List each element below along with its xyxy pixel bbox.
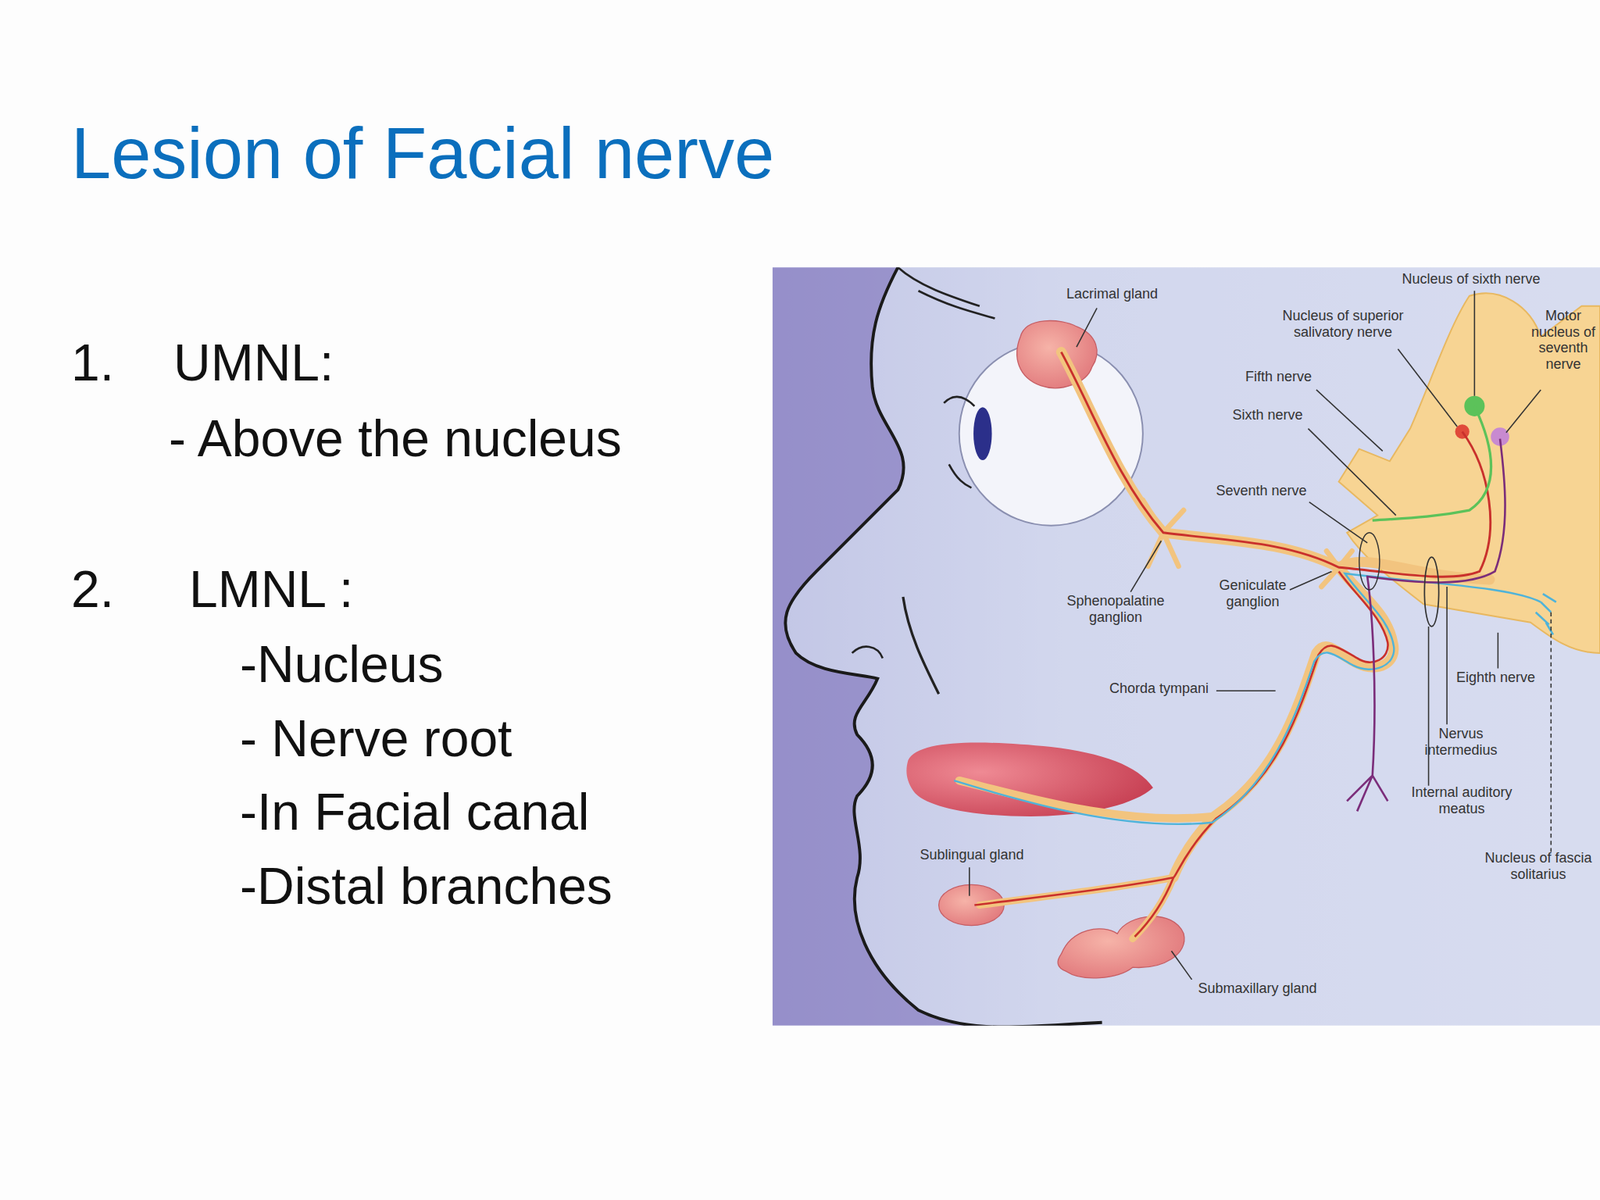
taste-fibre <box>953 573 1541 825</box>
callout-label: Seventh nerve <box>1200 482 1323 500</box>
callout-label: Nervus intermedius <box>1417 725 1505 758</box>
list-item-text: -In Facial canal <box>239 783 590 842</box>
list-item-text: UMNL: <box>173 334 334 393</box>
face-profile <box>785 267 1102 1025</box>
list-item-text: 1. <box>71 334 115 393</box>
salivatory-nucleus <box>1455 424 1470 439</box>
callout-label: Nucleus of fascia solitarius <box>1481 850 1596 883</box>
solitarius-endings <box>1535 593 1557 635</box>
callout-label: Sixth nerve <box>1216 407 1319 424</box>
callout-label: Fifth nerve <box>1227 368 1330 386</box>
slide-title: Lesion of Facial nerve <box>71 114 775 193</box>
callout-label: Internal auditory meatus <box>1402 784 1522 817</box>
callout-label: Nucleus of superior salivatory nerve <box>1276 307 1410 340</box>
nostril <box>852 646 883 659</box>
callout-label: Motor nucleus of seventh nerve <box>1526 307 1600 373</box>
illustration-background <box>772 267 1600 1025</box>
callout-label: Nucleus of sixth nerve <box>1384 271 1558 288</box>
list-item-text: - Nerve root <box>239 710 512 768</box>
callout-label: Eighth nerve <box>1444 669 1547 686</box>
nasolabial-line <box>903 596 940 694</box>
submaxillary-gland <box>1057 916 1185 979</box>
secretory-fibre-lower <box>974 571 1388 937</box>
illustration-group <box>772 267 1600 1025</box>
face-skin <box>785 267 1600 1025</box>
list-item-text: -Nucleus <box>239 635 443 694</box>
callout-label: Sublingual gland <box>905 846 1039 864</box>
callout-label: Geniculate ganglion <box>1210 577 1295 610</box>
callout-label: Sphenopalatine ganglion <box>1059 592 1172 625</box>
brainstem <box>1339 292 1600 654</box>
nerve-trunks <box>959 352 1490 940</box>
hair <box>897 267 995 318</box>
callout-label: Submaxillary gland <box>1185 980 1329 997</box>
list-item-text: 2. <box>71 560 115 619</box>
leader-lines <box>969 290 1551 980</box>
list-item-text: LMNL : <box>189 560 354 619</box>
iris <box>973 407 993 461</box>
tongue <box>906 742 1154 817</box>
list-item-text: - Above the nucleus <box>168 410 622 468</box>
meatus-ring <box>1424 557 1439 627</box>
callout-label: Lacrimal gland <box>1050 285 1174 303</box>
sixth-nerve-fibre <box>1372 406 1492 521</box>
canal-ring <box>1359 532 1380 590</box>
list-item-text: -Distal branches <box>239 857 613 916</box>
eyelid <box>943 396 975 488</box>
callout-label: Chorda tympani <box>1097 680 1221 697</box>
motor-fibre <box>1346 439 1505 812</box>
